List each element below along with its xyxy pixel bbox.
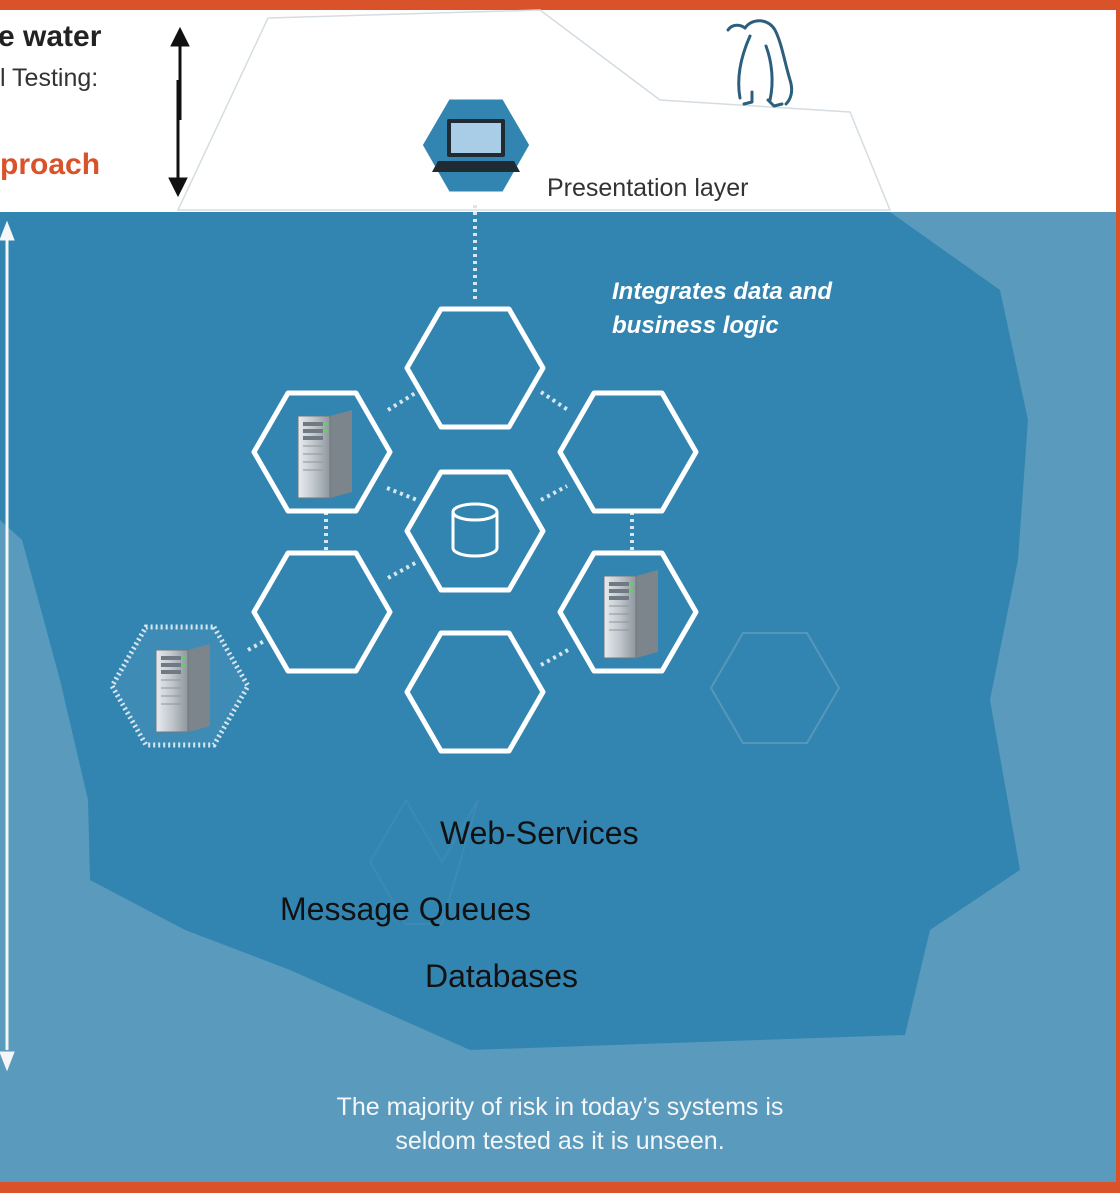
subheading-fragment: l Testing: bbox=[0, 64, 99, 92]
integrates-line-2: business logic bbox=[612, 312, 779, 339]
server-icon bbox=[155, 643, 211, 733]
footer-line-2: seldom tested as it is unseen. bbox=[395, 1127, 725, 1155]
server-icon bbox=[603, 569, 659, 659]
heading-fragment: e water bbox=[0, 20, 102, 53]
up-arrow-icon bbox=[170, 26, 190, 120]
presentation-layer-label: Presentation layer bbox=[547, 174, 749, 202]
connectors bbox=[247, 205, 634, 667]
penguin-icon bbox=[726, 19, 794, 108]
laptop-icon bbox=[432, 119, 520, 172]
hex-upper-left bbox=[251, 390, 393, 514]
depth-arrow bbox=[0, 220, 15, 1072]
hex-top bbox=[404, 306, 546, 430]
hex-upper-right bbox=[557, 390, 699, 514]
approach-fragment: proach bbox=[0, 148, 101, 181]
footer-caption: The majority of risk in today’s systems … bbox=[200, 1090, 920, 1158]
hex-lower-right bbox=[557, 550, 699, 674]
hex-bottom bbox=[404, 630, 546, 754]
footer-line-1: The majority of risk in today’s systems … bbox=[336, 1093, 784, 1121]
hex-lower-left bbox=[251, 550, 393, 674]
down-arrow-icon bbox=[168, 80, 188, 198]
ghost-hex-bottom bbox=[368, 798, 479, 925]
ghost-hex-right bbox=[709, 632, 841, 744]
iceberg-body bbox=[0, 212, 1028, 1050]
database-icon bbox=[451, 502, 499, 558]
server-icon bbox=[297, 409, 353, 499]
integrates-note: Integrates data and business logic bbox=[612, 275, 832, 343]
iceberg-tip bbox=[176, 9, 892, 211]
message-queues-label: Message Queues bbox=[280, 891, 531, 927]
databases-label: Databases bbox=[425, 958, 578, 994]
integrates-line-1: Integrates data and bbox=[612, 278, 833, 305]
hex-center bbox=[404, 469, 546, 593]
web-services-label: Web-Services bbox=[440, 815, 639, 851]
